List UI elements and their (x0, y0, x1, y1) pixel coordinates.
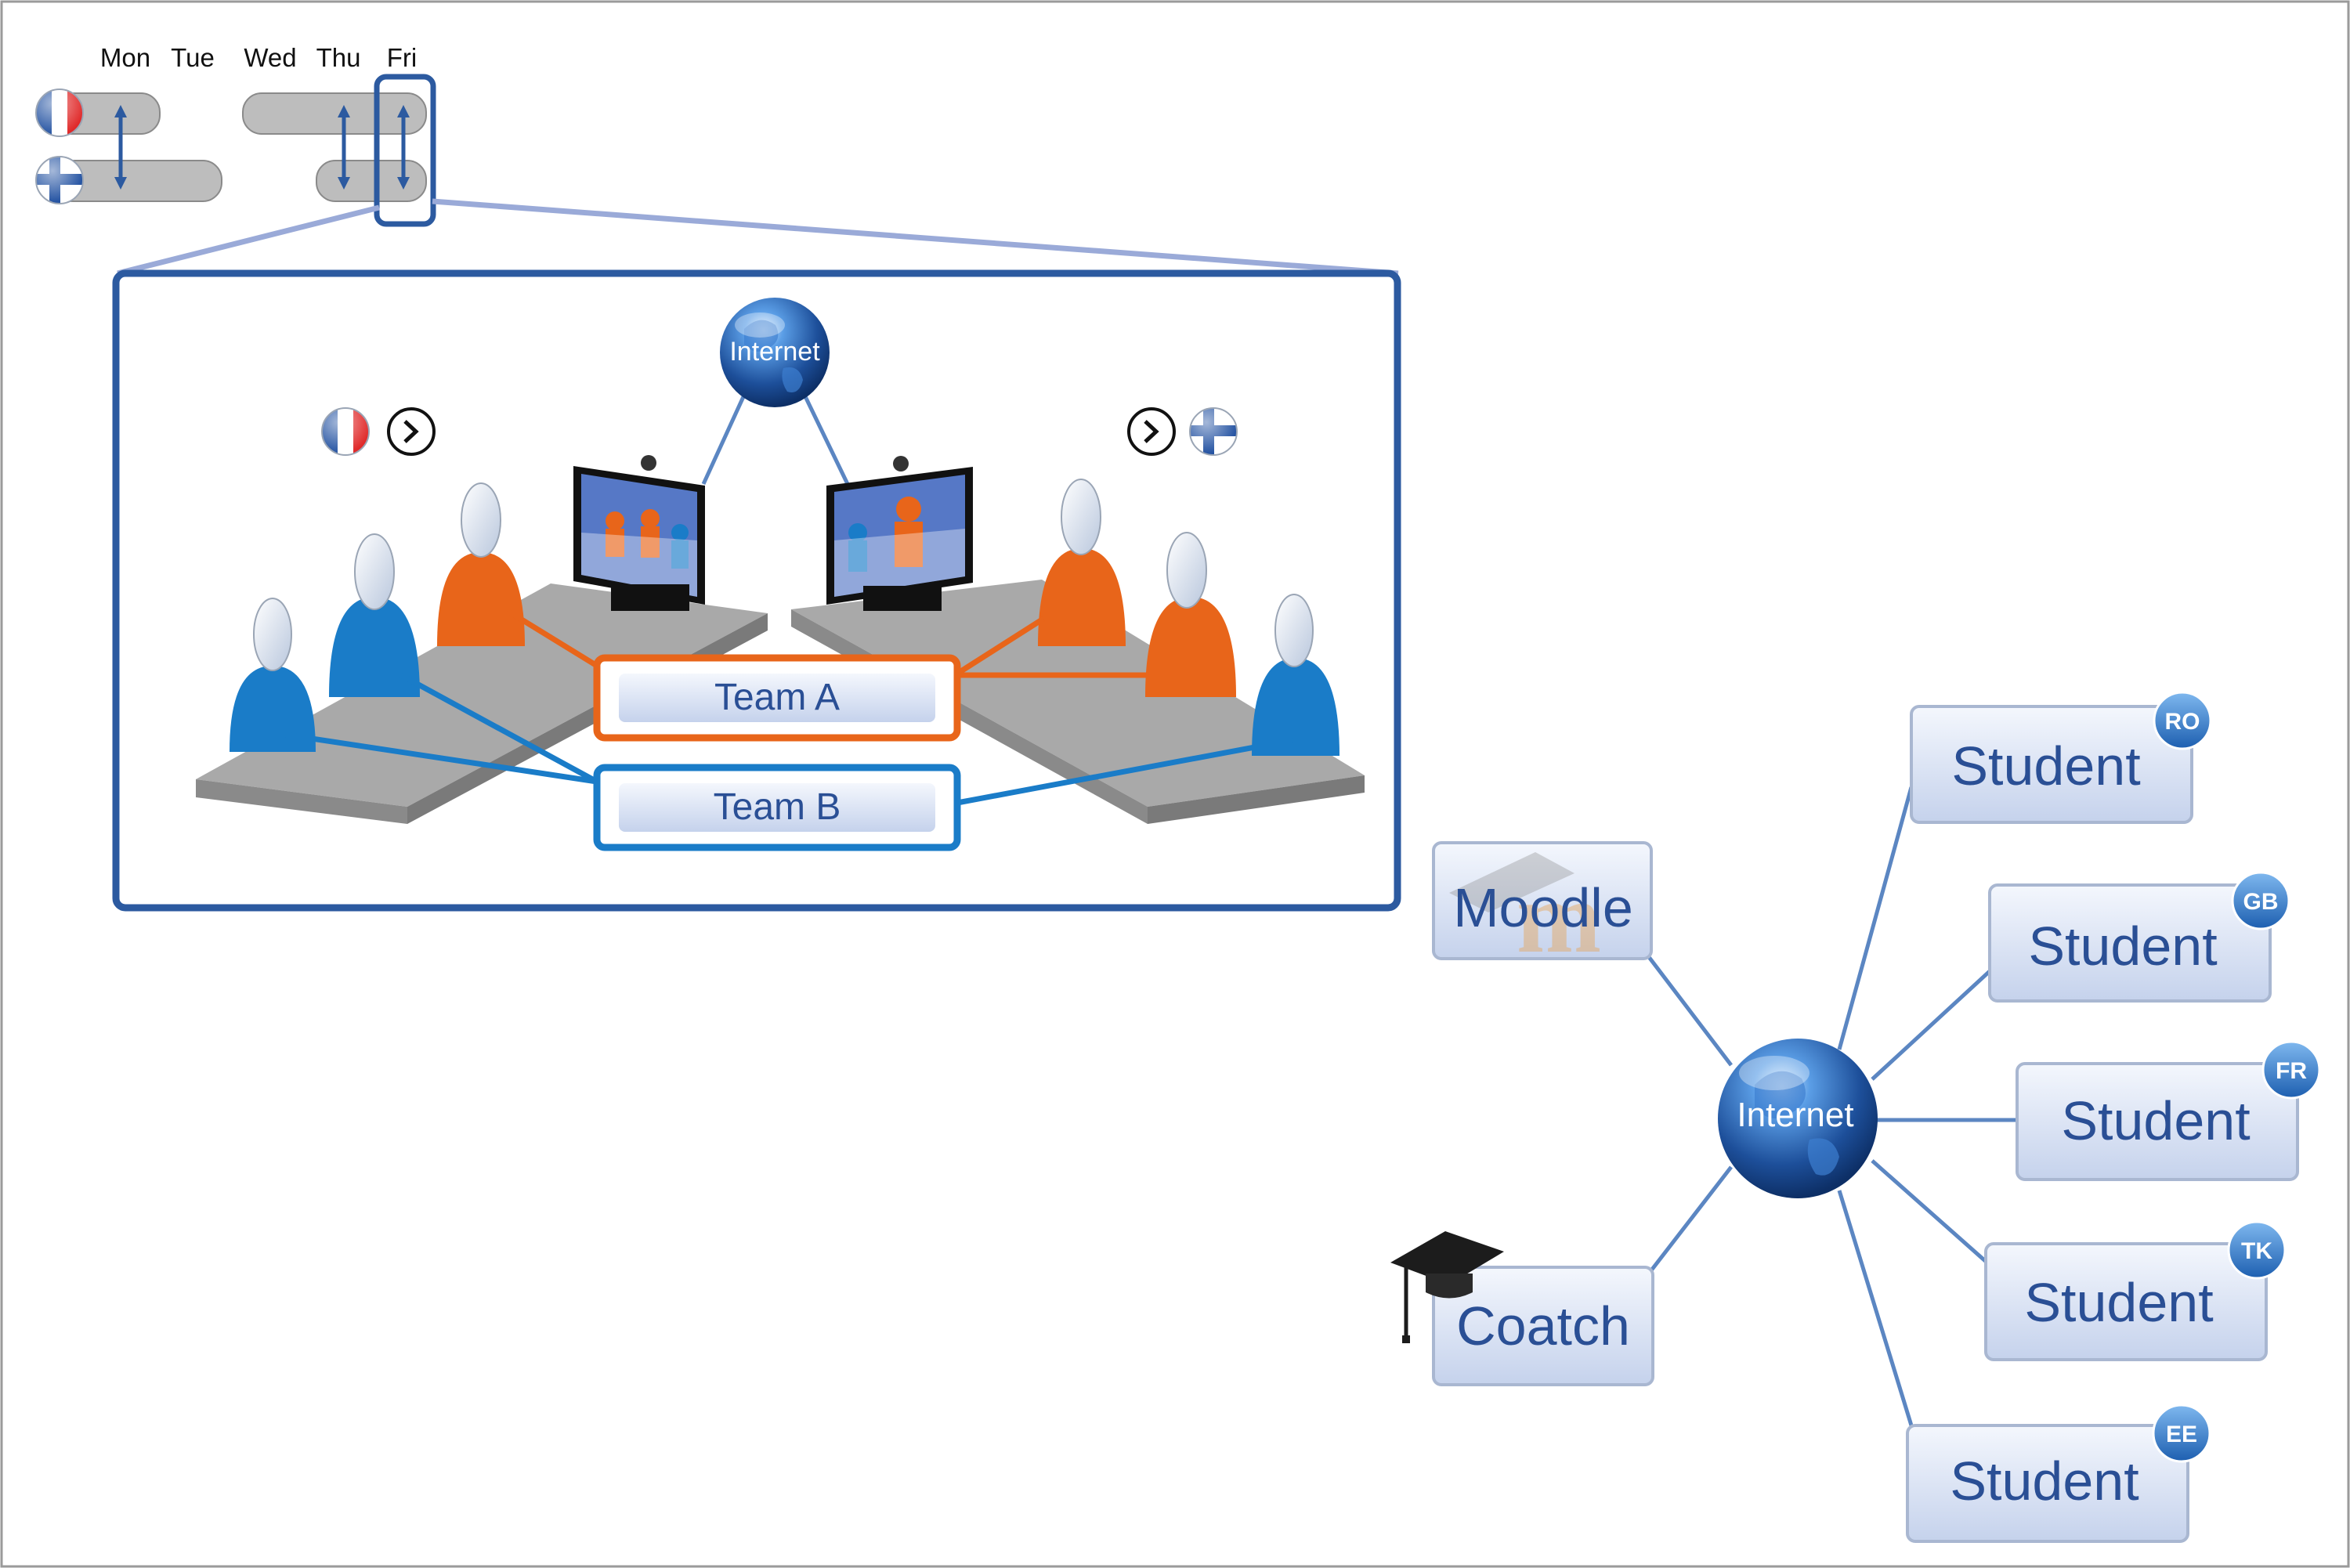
student-label-ee: Student (1950, 1451, 2138, 1512)
zoom-connector (117, 198, 1399, 276)
video-monitor-icon (573, 455, 705, 611)
team-b-label: Team B (714, 786, 841, 828)
student-badge-ee: EE (2166, 1422, 2197, 1447)
student-box-fr (2016, 1040, 2321, 1181)
person-icon (230, 598, 316, 752)
day-label-tue: Tue (171, 43, 215, 72)
person-icon (437, 482, 525, 646)
france-flag-icon (321, 407, 370, 456)
student-label-tk: Student (2024, 1272, 2213, 1333)
team-a-label: Team A (714, 677, 840, 718)
team-a-links (506, 609, 1171, 678)
finland-flag-icon (1189, 407, 1238, 456)
graduation-cap-icon (1390, 1231, 1504, 1343)
student-box-ee (1906, 1404, 2211, 1543)
student-badge-fr: FR (2276, 1058, 2307, 1084)
student-label-fr: Student (2061, 1090, 2250, 1151)
student-label-gb: Student (2028, 916, 2217, 977)
person-icon (1145, 532, 1236, 697)
team-b-links (285, 672, 1293, 806)
team-b-box (593, 764, 961, 851)
schedule-bar-finland-2 (316, 160, 427, 202)
person-icon (1038, 479, 1126, 646)
sync-arrow-thu (338, 105, 350, 190)
coach-label: Coatch (1456, 1295, 1630, 1357)
day-label-thu: Thu (316, 43, 361, 72)
svg-text:m: m (1517, 862, 1601, 974)
person-icon (1252, 594, 1340, 756)
video-monitor-icon (826, 456, 973, 611)
internet-label-meeting: Internet (729, 337, 820, 367)
moodle-box: m (1432, 841, 1653, 974)
globe-icon (1718, 1039, 1878, 1198)
day-label-wed: Wed (244, 43, 296, 72)
clock-icon (387, 407, 436, 456)
sync-arrow-mon (114, 105, 127, 190)
student-badge-gb: GB (2243, 889, 2279, 915)
coach-box (1432, 1266, 1654, 1386)
sync-arrow-fri (397, 105, 410, 190)
team-a-box (593, 654, 961, 742)
day-label-mon: Mon (100, 43, 150, 72)
france-flag-icon (35, 89, 84, 137)
meeting-panel: Internet (112, 269, 1401, 912)
schedule-bar-france-2 (242, 92, 427, 135)
student-box-ro (1910, 691, 2212, 824)
finland-flag-icon (35, 156, 84, 204)
network-links (1645, 786, 2017, 1426)
network-diagram: m Moodle Coatch Internet Student RO (1390, 691, 2321, 1543)
student-label-ro: Student (1951, 735, 2140, 797)
student-badge-tk: TK (2241, 1238, 2272, 1264)
weekly-schedule: Mon Tue Wed Thu Fri (35, 43, 436, 227)
clock-icon (1127, 407, 1176, 456)
globe-icon (720, 298, 830, 407)
moodle-label: Moodle (1453, 877, 1633, 938)
student-box-gb (1988, 871, 2290, 1003)
friday-highlight (374, 74, 436, 227)
student-badge-ro: RO (2165, 709, 2200, 735)
person-icon (329, 533, 420, 697)
internet-label-network: Internet (1737, 1096, 1853, 1134)
student-box-tk (1984, 1220, 2287, 1361)
day-label-fri: Fri (387, 43, 417, 72)
